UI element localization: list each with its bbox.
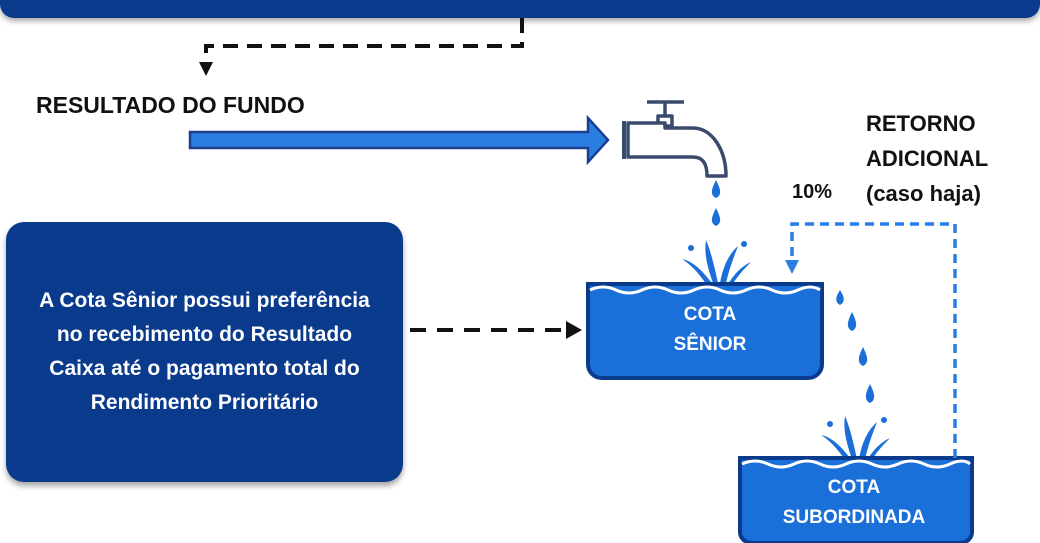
info-box: A Cota Sênior possui preferência no rece… [6,222,403,482]
faucet-icon [622,100,728,178]
senior-tank-label: COTA SÊNIOR [590,300,830,360]
subordinate-tank-line-2: SUBORDINADA [782,507,926,528]
water-drop-icon [836,290,875,403]
senior-tank-line-1: COTA [683,304,737,325]
return-label-line-3: (caso haja) [866,181,981,206]
return-label-line-2: ADICIONAL [866,146,989,171]
water-drop-icon [711,180,721,226]
top-connector-arrow [199,18,524,76]
additional-return-label: RETORNO ADICIONAL (caso haja) [866,106,1036,211]
senior-tank-icon [586,282,824,380]
return-percent-label: 10% [792,181,833,203]
return-label-line-1: RETORNO [866,111,976,136]
subordinate-tank-line-1: COTA [827,477,881,498]
top-banner [0,0,1040,18]
splash-icon [821,416,890,461]
splash-icon [682,240,751,285]
fund-flow-arrow [188,114,610,166]
info-box-text: A Cota Sênior possui preferência no rece… [39,289,370,414]
subordinate-tank-icon [738,456,974,543]
info-to-senior-arrow [410,321,582,339]
fund-result-label: RESULTADO DO FUNDO [36,92,305,118]
subordinate-tank-label: COTA SUBORDINADA [740,473,968,533]
senior-tank-line-2: SÊNIOR [673,334,747,355]
return-flow-arrow [785,222,957,458]
